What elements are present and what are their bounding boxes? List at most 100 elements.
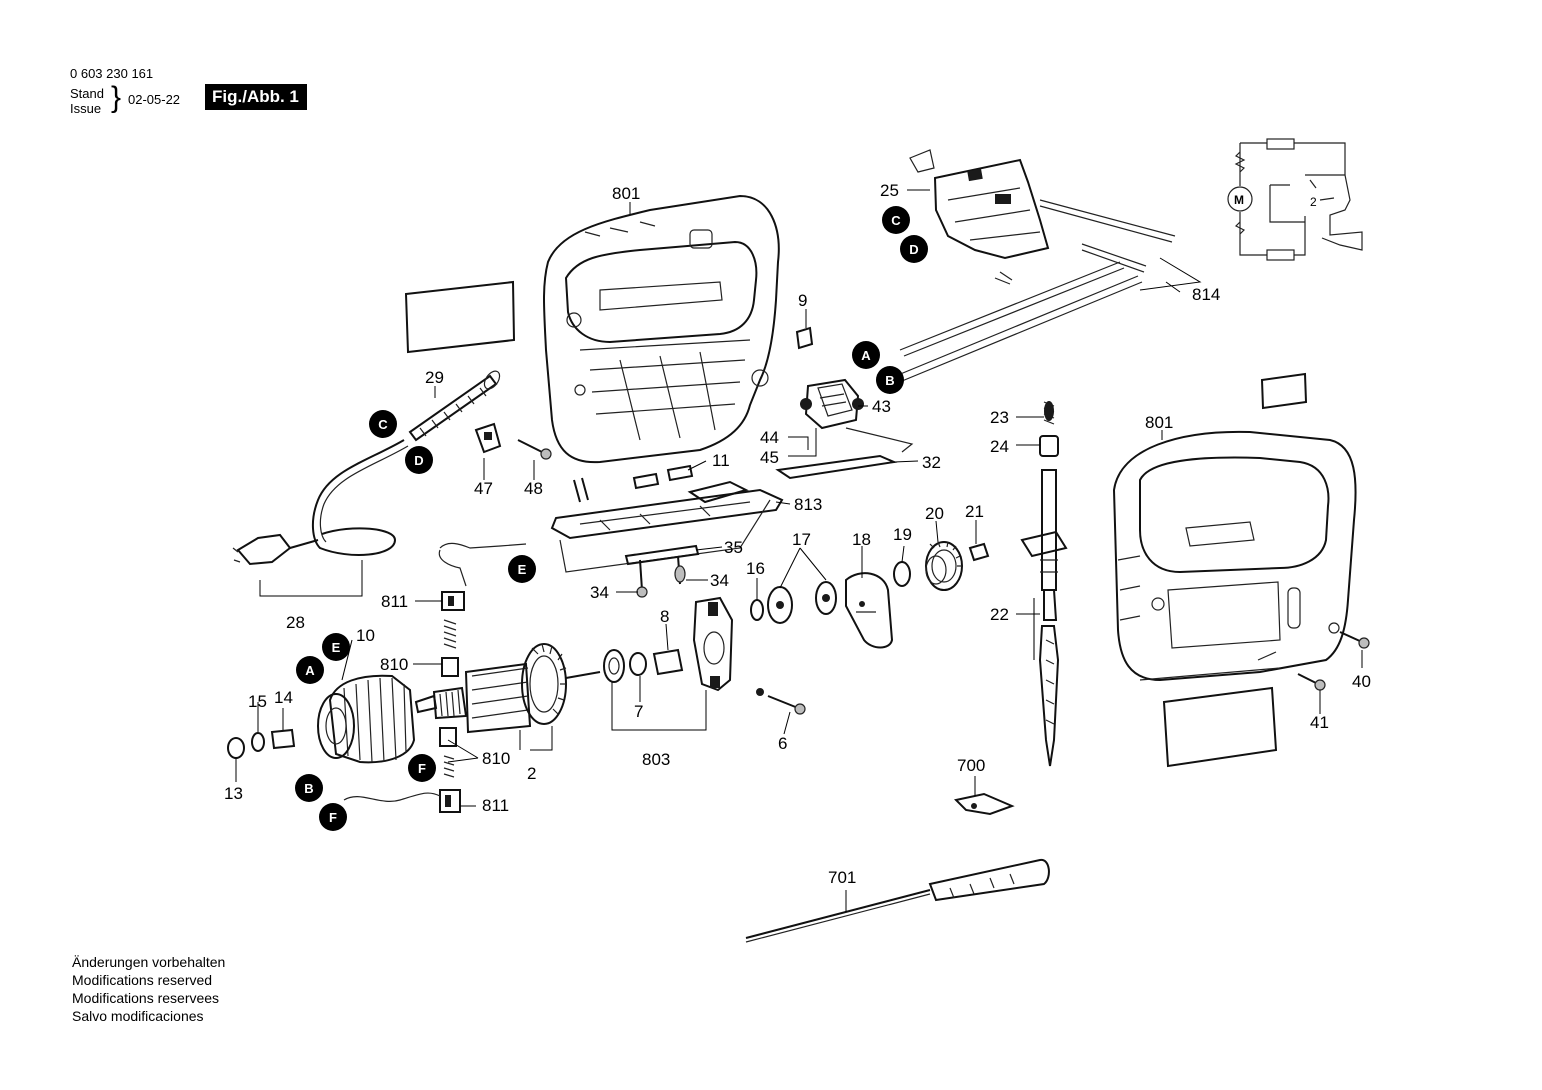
svg-text:F: F	[418, 761, 426, 776]
marker-a-motor: A	[296, 656, 324, 684]
wiring-schematic	[1227, 138, 1363, 261]
part-32: 32	[922, 453, 941, 472]
part-25: 25	[880, 181, 899, 200]
label-plate-right-bottom	[1162, 686, 1278, 768]
part-9: 9	[798, 291, 807, 310]
svg-text:F: F	[329, 810, 337, 825]
part-28: 28	[286, 613, 305, 632]
part-20: 20	[925, 504, 944, 523]
eccentric-plate-18	[845, 572, 894, 649]
part-8: 8	[660, 607, 669, 626]
part-10: 10	[356, 626, 375, 645]
part-6: 6	[778, 734, 787, 753]
washer-19	[893, 561, 911, 587]
housing-shell-right	[1112, 430, 1357, 682]
marker-d-cord: D	[405, 446, 433, 474]
connection-markers: A B C D C D E A E B F F	[295, 206, 928, 831]
part-810-bottom: 810	[482, 749, 510, 768]
marker-e-motor: E	[322, 633, 350, 661]
part-23: 23	[990, 408, 1009, 427]
leader-lines	[235, 189, 1363, 912]
part-700: 700	[957, 756, 985, 775]
note-french: Modifications reservees	[72, 990, 220, 1006]
switch-assembly	[909, 149, 1050, 285]
issue-label: Issue	[70, 101, 102, 116]
marker-b-motor: B	[295, 774, 323, 802]
marker-b-top: B	[876, 366, 904, 394]
cord-guard-29	[408, 370, 501, 442]
wire-leads-814	[897, 199, 1176, 382]
part-813: 813	[794, 495, 822, 514]
part-17: 17	[792, 530, 811, 549]
part-29: 29	[425, 368, 444, 387]
figure-label: Fig./Abb. 1	[205, 84, 307, 110]
part-40: 40	[1352, 672, 1371, 691]
brush-810-bottom	[439, 727, 457, 778]
marker-a-top: A	[852, 341, 880, 369]
part-11: 11	[712, 451, 730, 470]
part-24: 24	[990, 437, 1009, 456]
part-7: 7	[634, 702, 643, 721]
guide-plate-813	[550, 480, 784, 573]
bearing-bracket-8	[692, 596, 734, 692]
part-803: 803	[642, 750, 670, 769]
label-plate-right-top	[1260, 372, 1308, 410]
field-winding-10	[317, 674, 416, 764]
bearing-803	[603, 648, 684, 683]
part-35: 35	[724, 538, 743, 557]
marker-d-top: D	[900, 235, 928, 263]
marker-f-motor: F	[319, 803, 347, 831]
svg-text:A: A	[861, 348, 871, 363]
lever-700	[953, 792, 1015, 816]
part-2: 2	[527, 764, 536, 783]
modification-notes: Änderungen vorbehalten Modifications res…	[72, 953, 225, 1025]
note-german: Änderungen vorbehalten	[72, 954, 226, 970]
screw-48	[517, 439, 552, 460]
part-43: 43	[872, 397, 891, 416]
part-41: 41	[1310, 713, 1329, 732]
svg-text:D: D	[414, 453, 423, 468]
part-814: 814	[1192, 285, 1220, 304]
part-16: 16	[746, 559, 765, 578]
armature-2	[414, 643, 601, 734]
screws-40-41	[1257, 631, 1370, 691]
part-22: 22	[990, 605, 1009, 624]
svg-text:E: E	[332, 640, 341, 655]
part-48: 48	[524, 479, 543, 498]
pin-9	[795, 326, 814, 350]
part-44: 44	[760, 428, 779, 447]
document-number: 0 603 230 161	[70, 66, 154, 81]
issue-date: 02-05-22	[128, 92, 181, 107]
part-34-left: 34	[590, 583, 609, 602]
svg-text:B: B	[885, 373, 894, 388]
part-801-right: 801	[1145, 413, 1173, 432]
part-810-top: 810	[380, 655, 408, 674]
part-811-bottom: 811	[482, 796, 509, 815]
svg-text:D: D	[909, 242, 918, 257]
brush-holder-811-bottom	[343, 789, 461, 813]
bearing-parts-13-15	[227, 728, 296, 759]
schematic-motor-symbol: M	[1234, 193, 1244, 207]
washers-16-17	[750, 581, 837, 624]
housing-shell-left	[543, 194, 780, 464]
part-18: 18	[852, 530, 871, 549]
svg-text:C: C	[378, 417, 388, 432]
part-45: 45	[760, 448, 779, 467]
stand-label: Stand	[70, 86, 104, 101]
screws-34	[636, 555, 686, 598]
spring-23	[1043, 401, 1055, 425]
svg-text:A: A	[305, 663, 315, 678]
svg-text:E: E	[518, 562, 527, 577]
part-19: 19	[893, 525, 912, 544]
power-cord-28	[232, 439, 409, 566]
screw-6	[756, 688, 806, 715]
bearing-block-43	[800, 378, 864, 430]
gear-20	[925, 541, 963, 591]
marker-c-top: C	[882, 206, 910, 234]
marker-c-cord: C	[369, 410, 397, 438]
bushing-24	[1039, 435, 1059, 457]
plate-32	[775, 427, 914, 480]
part-number-labels: 801 25 9 814 29 43 44 45 11 32 47 48 813…	[224, 181, 1371, 887]
brush-holder-47	[474, 422, 502, 454]
